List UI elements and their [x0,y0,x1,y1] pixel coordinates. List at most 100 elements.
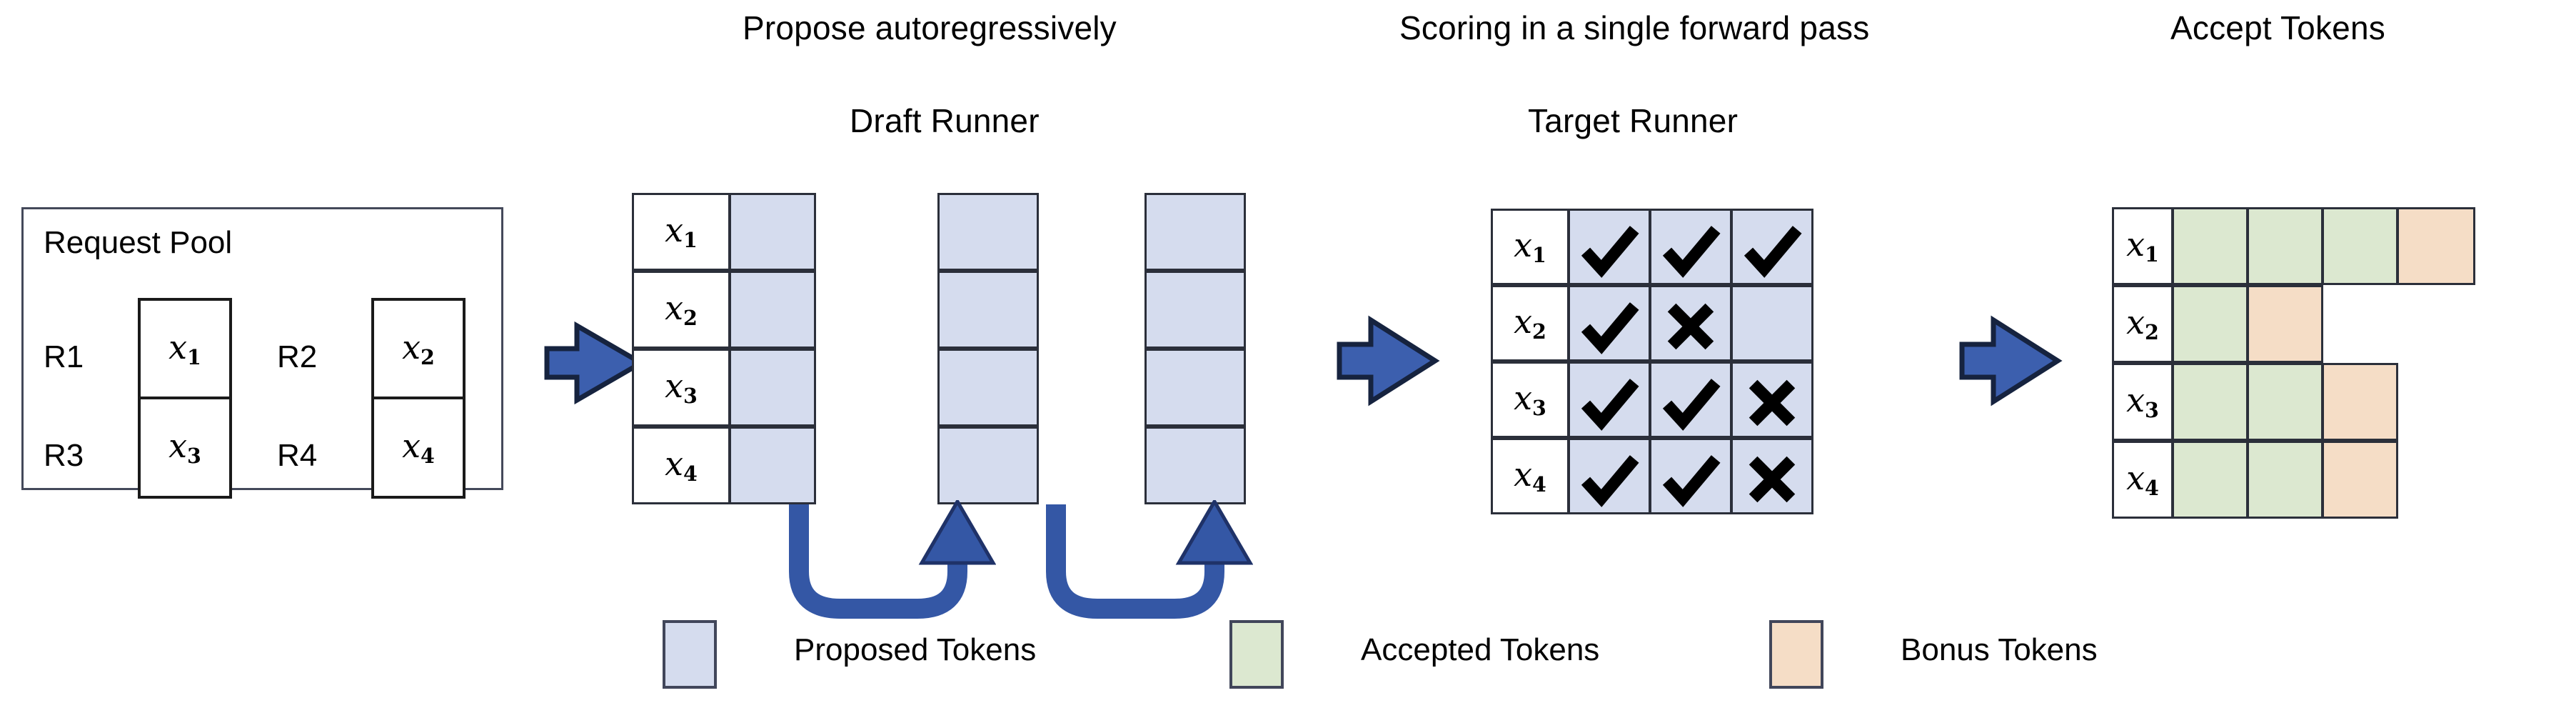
section-title-scoring: Scoring in a single forward pass [1399,9,1870,46]
flow-arrow-target-to-accept [1959,315,2063,407]
accept-cell-bonus [2247,285,2323,363]
check-icon [1662,226,1721,278]
token-glyph: x3 [168,426,201,468]
flow-arrow-pool-to-draft [544,321,646,405]
accept-cell-bonus [2322,363,2398,441]
target-score-cell [1568,362,1651,438]
cross-icon [1667,303,1714,350]
section-subtitle-draft-runner: Draft Runner [850,102,1040,139]
check-icon [1662,379,1721,431]
accept-row-label-2: x2 [2112,285,2173,363]
draft-proposed-cell [937,193,1039,271]
token-glyph: x4 [1514,454,1546,497]
draft-proposed-cell [1144,271,1246,349]
request-token-box-r1: x1 [138,298,232,400]
flow-arrow-draft-to-target [1337,315,1440,407]
accept-cell-bonus [2397,207,2475,285]
target-score-cell [1649,362,1732,438]
draft-proposed-cell [729,349,816,427]
draft-loop-arrow-2 [1046,500,1253,619]
accept-cell-bonus [2322,441,2398,519]
token-glyph: x2 [1514,301,1546,344]
legend-swatch-accepted [1229,620,1284,689]
target-score-cell [1649,438,1732,514]
draft-loop-arrow-1 [789,500,996,619]
request-label-r3: R3 [44,438,84,473]
draft-proposed-cell [937,271,1039,349]
draft-proposed-cell [937,349,1039,427]
target-row-label-3: x3 [1491,362,1569,438]
accept-cell-accepted [2172,285,2248,363]
token-glyph: x1 [665,210,698,252]
legend-swatch-proposed [663,620,717,689]
accept-cell-accepted [2247,441,2323,519]
token-glyph: x1 [168,327,201,369]
request-label-r1: R1 [44,339,84,374]
request-token-box-r2: x2 [371,298,466,400]
accept-cell-accepted [2247,207,2323,285]
token-glyph: x3 [1514,378,1546,420]
accept-cell-accepted [2322,207,2398,285]
check-icon [1581,302,1639,354]
target-row-label-4: x4 [1491,438,1569,514]
target-score-cell [1731,438,1813,514]
draft-proposed-cell [1144,427,1246,504]
accept-cell-accepted [2247,363,2323,441]
target-row-label-2: x2 [1491,285,1569,362]
token-glyph: x1 [1514,225,1546,267]
check-icon [1581,226,1639,278]
section-subtitle-target-runner: Target Runner [1528,102,1739,139]
target-row-label-1: x1 [1491,209,1569,285]
check-icon [1662,455,1721,507]
request-token-box-r4: x4 [371,397,466,499]
target-score-cell-blank [1731,285,1813,362]
legend-label-bonus: Bonus Tokens [1901,632,2098,667]
draft-proposed-cell [729,427,816,504]
draft-row-label-2: x2 [632,271,730,349]
draft-row-label-4: x4 [632,427,730,504]
legend-swatch-bonus [1769,620,1823,689]
draft-row-label-1: x1 [632,193,730,271]
accept-cell-accepted [2172,441,2248,519]
section-title-accept-tokens: Accept Tokens [2170,9,2385,46]
target-score-cell [1731,362,1813,438]
token-glyph: x3 [2126,380,2159,422]
accept-cell-accepted [2172,363,2248,441]
accept-cell-accepted [2172,207,2248,285]
request-token-box-r3: x3 [138,397,232,499]
token-glyph: x2 [665,288,698,330]
token-glyph: x1 [2126,224,2159,266]
draft-proposed-cell [1144,349,1246,427]
draft-proposed-cell [937,427,1039,504]
target-score-cell [1649,209,1732,285]
legend-label-accepted: Accepted Tokens [1361,632,1600,667]
draft-proposed-cell [729,193,816,271]
target-score-cell [1568,285,1651,362]
token-glyph: x2 [2126,302,2159,344]
legend-label-proposed: Proposed Tokens [794,632,1037,667]
request-label-r4: R4 [277,438,318,473]
target-score-cell [1568,438,1651,514]
accept-row-label-4: x4 [2112,441,2173,519]
draft-proposed-cell [729,271,816,349]
token-glyph: x2 [402,327,435,369]
token-glyph: x4 [402,426,435,468]
accept-row-label-1: x1 [2112,207,2173,285]
check-icon [1581,455,1639,507]
cross-icon [1749,456,1796,503]
draft-row-label-3: x3 [632,349,730,427]
token-glyph: x4 [665,444,698,486]
request-pool-title: Request Pool [44,225,233,260]
accept-row-label-3: x3 [2112,363,2173,441]
check-icon [1581,379,1639,431]
target-score-cell [1731,209,1813,285]
section-title-propose: Propose autoregressively [743,9,1117,46]
request-label-r2: R2 [277,339,318,374]
cross-icon [1749,379,1796,427]
token-glyph: x4 [2126,458,2159,500]
request-pool-panel: Request Pool R1 x1 R2 x2 R3 x3 R4 x4 [21,207,503,499]
target-score-cell [1568,209,1651,285]
token-glyph: x3 [665,366,698,408]
check-icon [1744,226,1802,278]
